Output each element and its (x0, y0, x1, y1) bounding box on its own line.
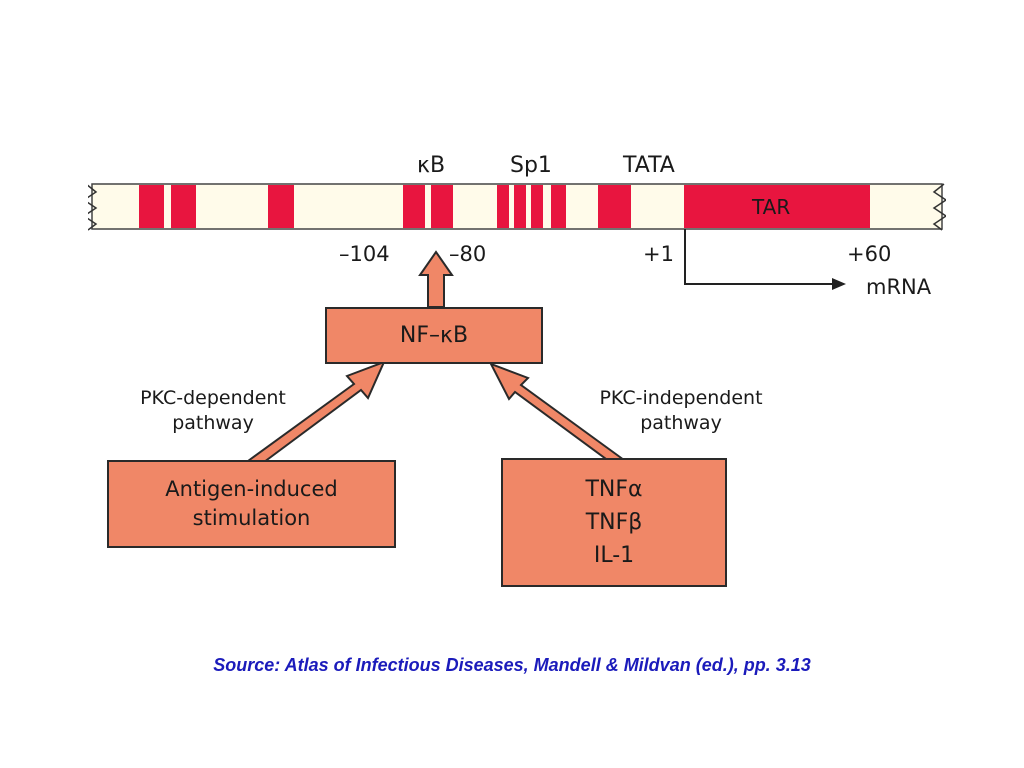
antigen-stimulation-box: Antigen-induced stimulation (107, 460, 396, 548)
sp1-element (551, 185, 566, 228)
coord-minus-80: –80 (449, 242, 487, 266)
tata-site-label: TATA (623, 153, 675, 178)
coord-plus-1: +1 (643, 242, 674, 266)
cytokine-tnf-beta: TNFβ (585, 510, 643, 535)
sp1-element (497, 185, 509, 228)
pkc-independent-line1: PKC-independent (599, 387, 763, 409)
pkc-dependent-line1: PKC-dependent (140, 387, 286, 409)
cytokine-box: TNFα TNFβ IL-1 (501, 458, 727, 587)
antigen-line1: Antigen-induced (165, 477, 338, 501)
transcription-arrowhead (832, 278, 846, 290)
left-break-mark (82, 183, 98, 231)
kappa-b-element (403, 185, 425, 228)
pkc-independent-line2: pathway (640, 412, 722, 434)
nfkb-label: NF–κB (399, 323, 469, 348)
mrna-label: mRNA (866, 275, 932, 299)
nfkb-to-kappab-arrow (418, 250, 454, 308)
kappa-b-element (431, 185, 453, 228)
right-break-mark (932, 183, 948, 231)
pkc-dependent-label: PKC-dependent pathway (118, 386, 308, 436)
antigen-line2: stimulation (192, 506, 311, 530)
coord-plus-60: +60 (847, 242, 892, 266)
nfkb-box: NF–κB (325, 307, 543, 364)
cytokine-il1: IL-1 (593, 543, 635, 568)
kappa-b-site-label: κB (417, 153, 446, 178)
element-bar (171, 185, 196, 228)
tar-label: TAR (752, 195, 791, 219)
element-bar (139, 185, 164, 228)
pkc-independent-label: PKC-independent pathway (573, 386, 789, 436)
cytokine-tnf-alpha: TNFα (585, 477, 643, 502)
pkc-dependent-arrow (246, 360, 386, 470)
regulatory-elements (139, 185, 870, 228)
sp1-element (531, 185, 543, 228)
element-bar (268, 185, 294, 228)
tar-element (684, 185, 870, 228)
sp1-element (514, 185, 526, 228)
coord-minus-104: –104 (339, 242, 390, 266)
sp1-site-label: Sp1 (510, 153, 552, 178)
pkc-dependent-line2: pathway (172, 412, 254, 434)
pkc-independent-arrow (488, 362, 626, 469)
tata-element (598, 185, 631, 228)
transcription-start-line (684, 229, 832, 285)
source-citation: Source: Atlas of Infectious Diseases, Ma… (213, 655, 811, 675)
